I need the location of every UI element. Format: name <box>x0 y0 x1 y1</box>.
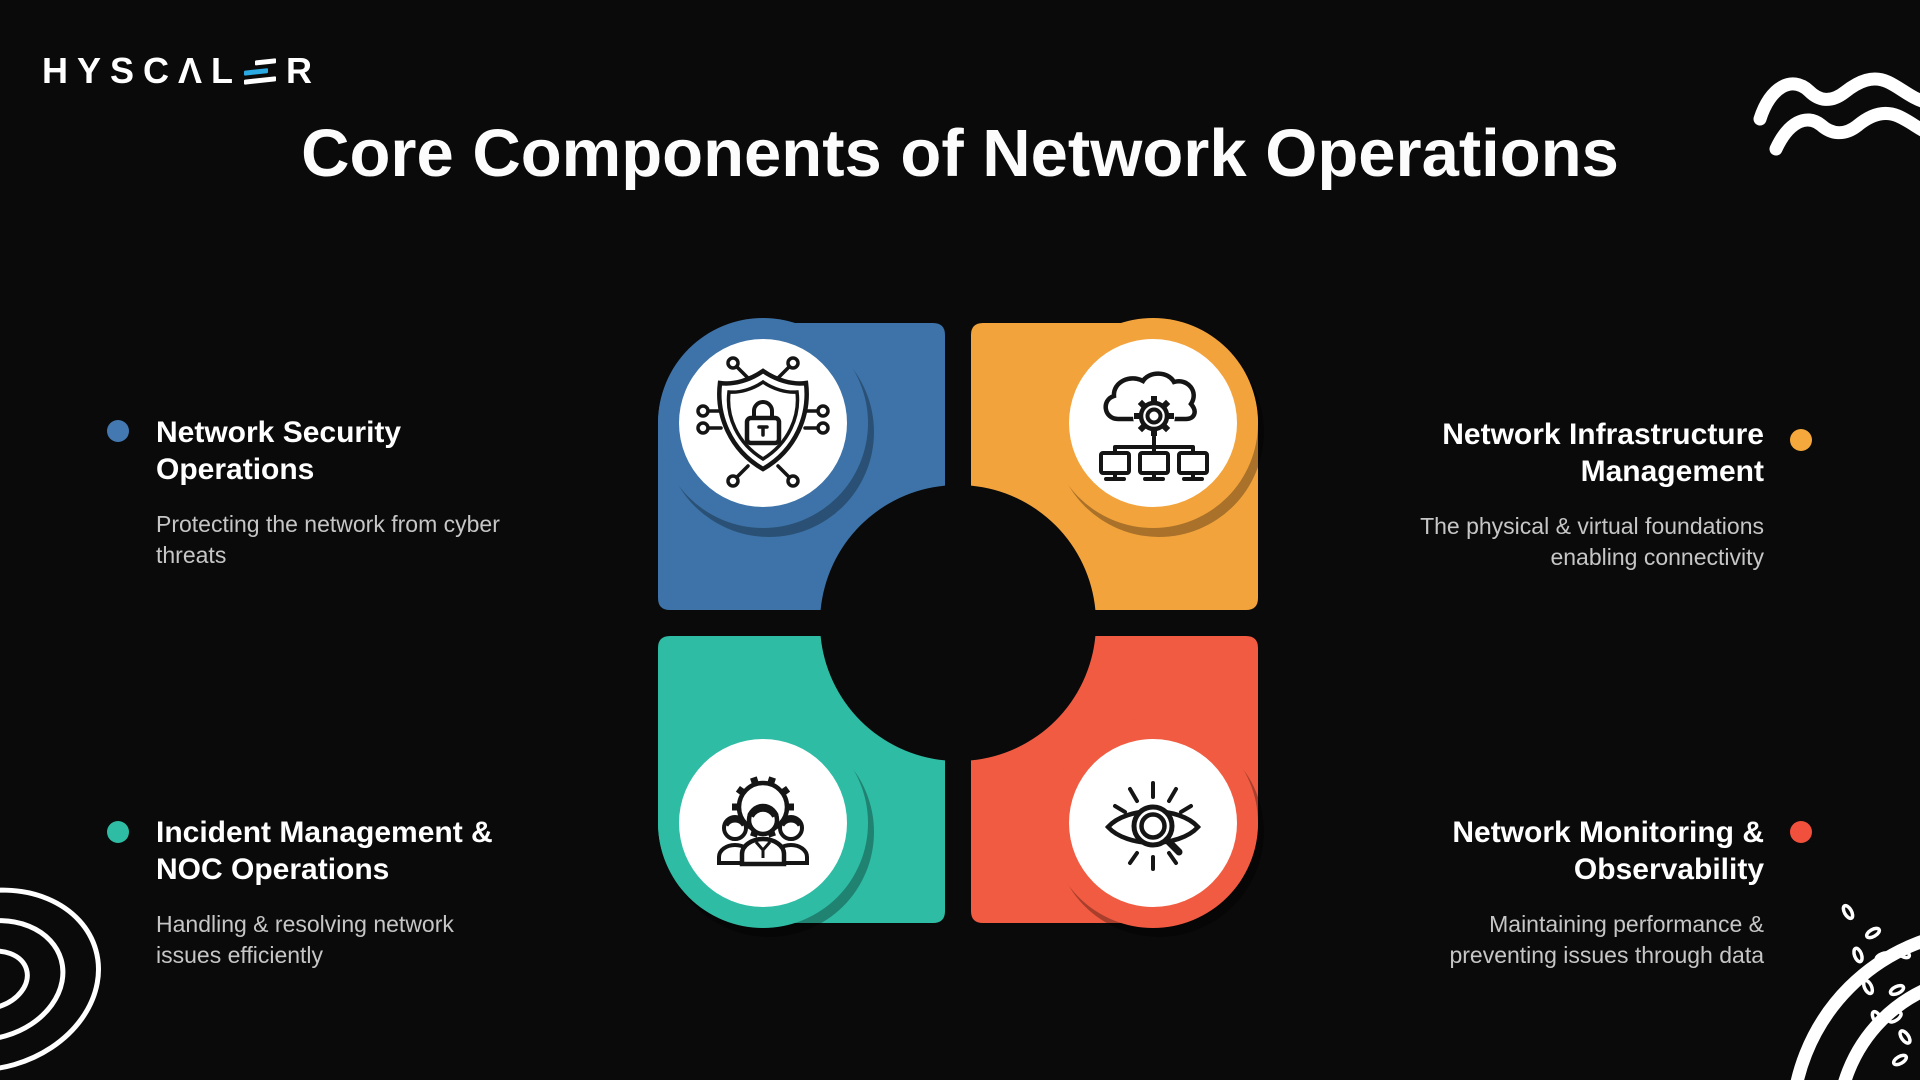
network-operations-diagram <box>658 318 1264 937</box>
logo-text-prefix: HYSCΛL <box>42 50 243 91</box>
monitoring-bullet <box>1790 821 1812 843</box>
infrastructure-bullet <box>1790 429 1812 451</box>
item-description: Maintaining performance & preventing iss… <box>1449 911 1764 968</box>
wavy-lines-decoration <box>1753 72 1920 156</box>
item-heading: Incident Management & NOC Operations <box>156 816 493 886</box>
incident-icon-circle <box>658 718 874 937</box>
item-description: Protecting the network from cyber threat… <box>156 511 500 568</box>
item-network-security-operations: Network Security Operations Protecting t… <box>156 414 636 571</box>
item-incident-management-noc-operations: Incident Management & NOC Operations Han… <box>156 814 636 971</box>
item-heading: Network Security Operations <box>156 416 402 486</box>
item-description: Handling & resolving network issues effi… <box>156 911 454 968</box>
security-icon-circle <box>658 318 874 537</box>
item-heading: Network Infrastructure Management <box>1442 418 1764 488</box>
item-network-infrastructure-management: Network Infrastructure Management The ph… <box>1284 416 1764 573</box>
team-gear-icon <box>717 776 809 867</box>
security-bullet <box>107 420 129 442</box>
item-description: The physical & virtual foundations enabl… <box>1420 513 1764 570</box>
page-title: Core Components of Network Operations <box>301 116 1619 191</box>
logo-e-bar-accent <box>244 67 269 76</box>
cloud-network-icon <box>1099 371 1209 481</box>
concentric-rings-decoration <box>0 887 101 1073</box>
infrastructure-icon-circle <box>1048 318 1264 537</box>
incident-bullet <box>107 821 129 843</box>
logo-e-bar-bottom <box>244 75 277 85</box>
item-heading: Network Monitoring & Observability <box>1452 816 1764 886</box>
monitoring-icon-circle <box>1048 718 1264 937</box>
logo-e-bar-top <box>255 57 277 66</box>
logo-e-bars <box>244 57 277 85</box>
shield-lock-icon <box>696 356 830 488</box>
item-network-monitoring-observability: Network Monitoring & Observability Maint… <box>1284 814 1764 971</box>
hyscaler-logo: HYSCΛL R <box>42 50 321 92</box>
arcs-and-dots-decoration <box>1790 903 1920 1080</box>
logo-text-suffix: R <box>286 50 322 91</box>
eye-magnifier-icon <box>1104 781 1202 871</box>
